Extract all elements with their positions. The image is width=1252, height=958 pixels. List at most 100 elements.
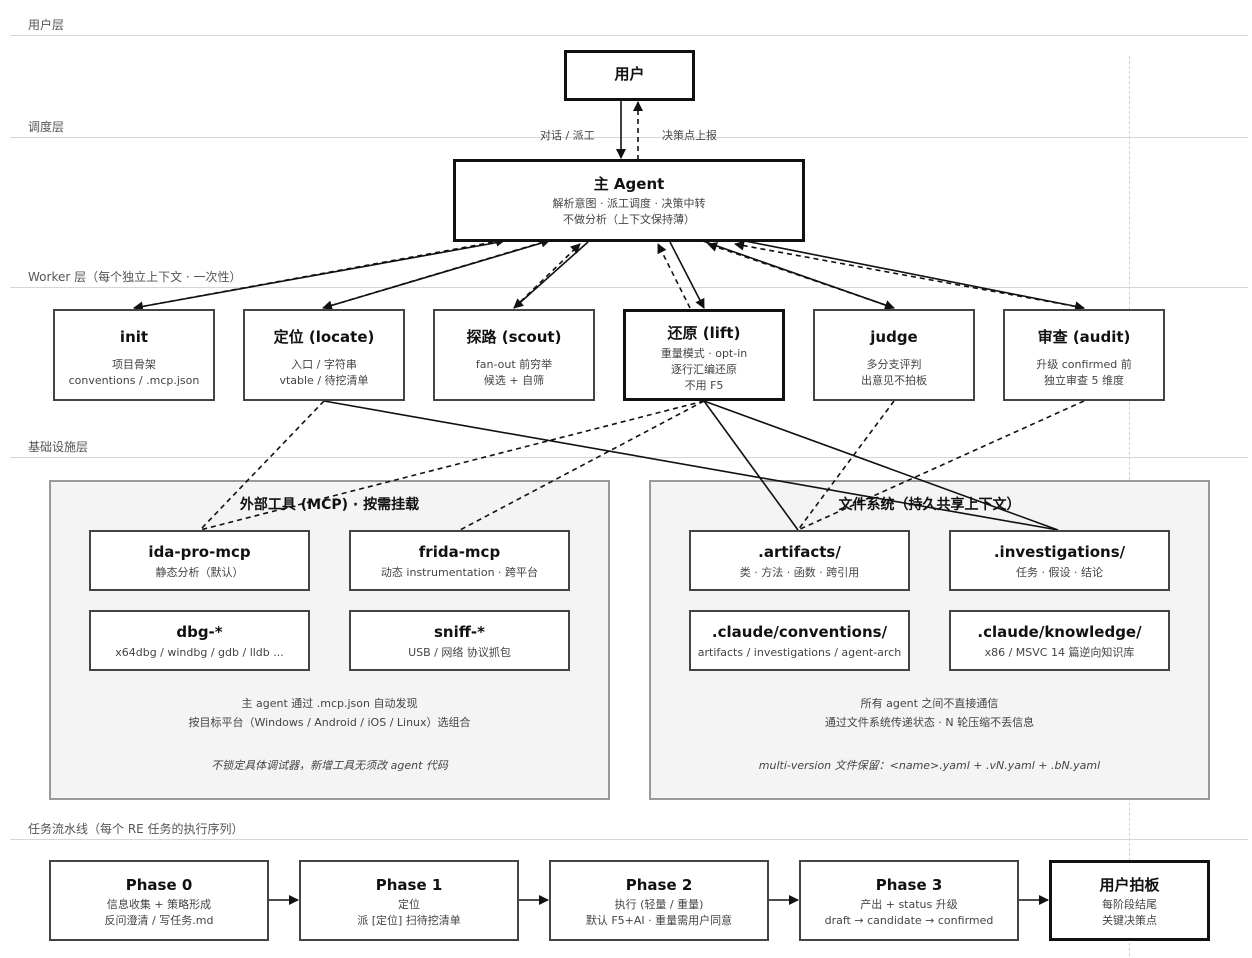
phase-title: Phase 1: [375, 876, 443, 894]
worker-line1: 重量模式 · opt-in: [660, 347, 748, 360]
tool-title: frida-mcp: [418, 543, 501, 561]
worker-title: judge: [870, 328, 918, 346]
worker-line2: 逐行汇编还原: [671, 363, 737, 376]
worker-title: 还原 (lift): [667, 324, 741, 342]
main-agent-line2: 不做分析（上下文保持薄）: [563, 213, 695, 226]
worker-title: init: [119, 328, 149, 346]
tool-sub: 动态 instrumentation · 跨平台: [380, 566, 539, 579]
fs-sub: 类 · 方法 · 函数 · 跨引用: [739, 566, 860, 579]
phase-title: Phase 2: [625, 876, 693, 894]
edge-lift-frida: [459, 400, 705, 531]
worker-locate: 定位 (locate) 入口 / 字符串 vtable / 待挖清单: [243, 309, 405, 401]
worker-scout: 探路 (scout) fan-out 前穷举 候选 + 自筛: [433, 309, 595, 401]
worker-title: 探路 (scout): [466, 328, 562, 346]
tool-sub: 静态分析（默认）: [155, 566, 244, 579]
phase-3: Phase 3 产出 + status 升级 draft → candidate…: [799, 860, 1019, 941]
worker-title: 定位 (locate): [273, 328, 375, 346]
tool-title: dbg-*: [176, 623, 223, 641]
phase-line2: 默认 F5+AI · 重量需用户同意: [585, 914, 733, 927]
phase-title: Phase 3: [875, 876, 943, 894]
worker-init: init 项目骨架 conventions / .mcp.json: [53, 309, 215, 401]
phase-line1: 产出 + status 升级: [860, 898, 958, 911]
edge-label-down: 对话 / 派工: [540, 129, 595, 142]
edge-audit-artifacts: [797, 400, 1085, 531]
tools-note-2: 按目标平台（Windows / Android / iOS / Linux）选组…: [188, 716, 471, 729]
worker-judge: judge 多分支评判 出意见不拍板: [813, 309, 975, 401]
edge-label-up: 决策点上报: [662, 129, 717, 142]
phase-user-decision: 用户拍板 每阶段结尾 关键决策点: [1049, 860, 1210, 941]
tool-dbg: dbg-* x64dbg / windbg / gdb / lldb ...: [89, 610, 310, 671]
fs-note-1: 所有 agent 之间不直接通信: [860, 697, 999, 710]
edge-lift-idapro: [199, 400, 705, 531]
fs-investigations: .investigations/ 任务 · 假设 · 结论: [949, 530, 1170, 591]
worker-line1: 升级 confirmed 前: [1036, 358, 1132, 371]
phase-2: Phase 2 执行 (轻量 / 重量) 默认 F5+AI · 重量需用户同意: [549, 860, 769, 941]
edge-agent-lift: [669, 241, 705, 309]
phase-line1: 执行 (轻量 / 重量): [614, 898, 704, 911]
main-agent-line1: 解析意图 · 派工调度 · 决策中转: [552, 197, 706, 210]
worker-line2: 出意见不拍板: [861, 374, 927, 387]
tool-ida-pro-mcp: ida-pro-mcp 静态分析（默认）: [89, 530, 310, 591]
edge-locate-agent: [322, 237, 551, 309]
worker-line1: 入口 / 字符串: [291, 358, 357, 371]
edge-locate-investigations: [323, 400, 1059, 531]
fs-sub: artifacts / investigations / agent-arch: [697, 646, 902, 659]
edge-agent-init: [133, 241, 501, 312]
fs-italic-note: multi-version 文件保留：<name>.yaml + .vN.yam…: [758, 759, 1101, 772]
layer-label-user: 用户层: [10, 18, 1248, 36]
tool-sub: x64dbg / windbg / gdb / lldb ...: [115, 646, 284, 659]
phase-line1: 信息收集 + 策略形成: [106, 898, 212, 911]
user-node-title: 用户: [614, 65, 645, 83]
fs-title: .investigations/: [993, 543, 1126, 561]
edge-agent-locate: [322, 241, 546, 311]
worker-line3: 不用 F5: [684, 379, 724, 392]
edge-scout-agent: [513, 243, 581, 309]
fs-panel-title: 文件系统（持久共享上下文）: [838, 497, 1021, 513]
edge-lift-artifacts: [703, 400, 799, 531]
worker-title: 审查 (audit): [1037, 328, 1131, 346]
main-agent-node: 主 Agent 解析意图 · 派工调度 · 决策中转 不做分析（上下文保持薄）: [453, 159, 805, 242]
fs-sub: 任务 · 假设 · 结论: [1016, 566, 1103, 579]
tool-frida-mcp: frida-mcp 动态 instrumentation · 跨平台: [349, 530, 570, 591]
worker-line2: vtable / 待挖清单: [279, 374, 369, 387]
edge-judge-agent: [707, 242, 895, 309]
fs-note-2: 通过文件系统传递状态 · N 轮压缩不丢信息: [824, 716, 1035, 729]
main-agent-title: 主 Agent: [593, 175, 665, 193]
tool-title: ida-pro-mcp: [148, 543, 251, 561]
fs-conventions: .claude/conventions/ artifacts / investi…: [689, 610, 910, 671]
user-node: 用户: [564, 50, 695, 101]
tool-title: sniff-*: [434, 623, 485, 641]
worker-line2: conventions / .mcp.json: [68, 374, 200, 387]
edge-agent-audit: [739, 239, 1085, 312]
tools-italic-note: 不锁定具体调试器，新增工具无须改 agent 代码: [211, 759, 448, 772]
tool-sub: USB / 网络 协议抓包: [408, 646, 511, 659]
phase-title: Phase 0: [125, 876, 193, 894]
layer-label-worker: Worker 层（每个独立上下文 · 一次性）: [10, 270, 1248, 288]
phase-line2: 反问澄清 / 写任务.md: [104, 914, 214, 927]
phase-line2: draft → candidate → confirmed: [824, 914, 994, 927]
fs-title: .claude/conventions/: [711, 623, 888, 641]
fs-artifacts: .artifacts/ 类 · 方法 · 函数 · 跨引用: [689, 530, 910, 591]
fs-knowledge: .claude/knowledge/ x86 / MSVC 14 篇逆向知识库: [949, 610, 1170, 671]
phase-title: 用户拍板: [1099, 876, 1160, 894]
tools-panel-title: 外部工具 (MCP) · 按需挂载: [239, 497, 420, 513]
worker-line1: 多分支评判: [866, 358, 922, 371]
tool-sniff: sniff-* USB / 网络 协议抓包: [349, 610, 570, 671]
worker-line1: 项目骨架: [112, 358, 156, 371]
phase-line2: 关键决策点: [1102, 914, 1157, 927]
edge-lift-investigations: [703, 400, 1059, 531]
edge-locate-idapro: [199, 400, 325, 531]
worker-line1: fan-out 前穷举: [475, 358, 553, 371]
tools-note-1: 主 agent 通过 .mcp.json 自动发现: [241, 697, 418, 710]
edge-lift-agent: [657, 243, 691, 309]
fs-title: .claude/knowledge/: [977, 623, 1142, 641]
phase-0: Phase 0 信息收集 + 策略形成 反问澄清 / 写任务.md: [49, 860, 269, 941]
edge-agent-scout: [513, 241, 589, 309]
phase-1: Phase 1 定位 派 [定位] 扫待挖清单: [299, 860, 519, 941]
fs-sub: x86 / MSVC 14 篇逆向知识库: [984, 646, 1135, 659]
worker-line2: 候选 + 自筛: [483, 374, 545, 387]
fs-title: .artifacts/: [758, 543, 841, 561]
layer-label-infra: 基础设施层: [10, 440, 1248, 458]
phase-line1: 定位: [398, 898, 420, 911]
